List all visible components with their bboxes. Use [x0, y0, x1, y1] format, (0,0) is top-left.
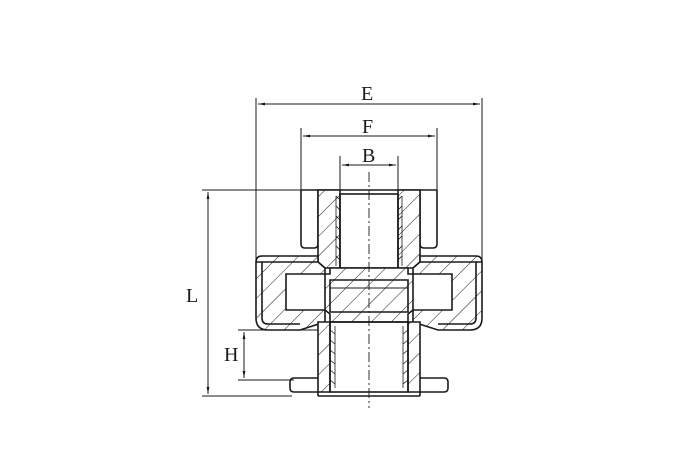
dimension-label-b: B: [362, 145, 375, 167]
dimension-label-l: L: [186, 285, 198, 307]
pinion-section: [255, 172, 483, 408]
dimension-label-f: F: [362, 116, 373, 138]
dimension-l: L: [186, 189, 320, 397]
dimension-f: F: [300, 116, 438, 190]
dimension-e: E: [255, 83, 483, 262]
dimension-label-e: E: [361, 83, 373, 105]
dimension-h: H: [224, 329, 326, 381]
dimension-b: B: [339, 145, 399, 194]
dimension-label-h: H: [224, 344, 238, 366]
